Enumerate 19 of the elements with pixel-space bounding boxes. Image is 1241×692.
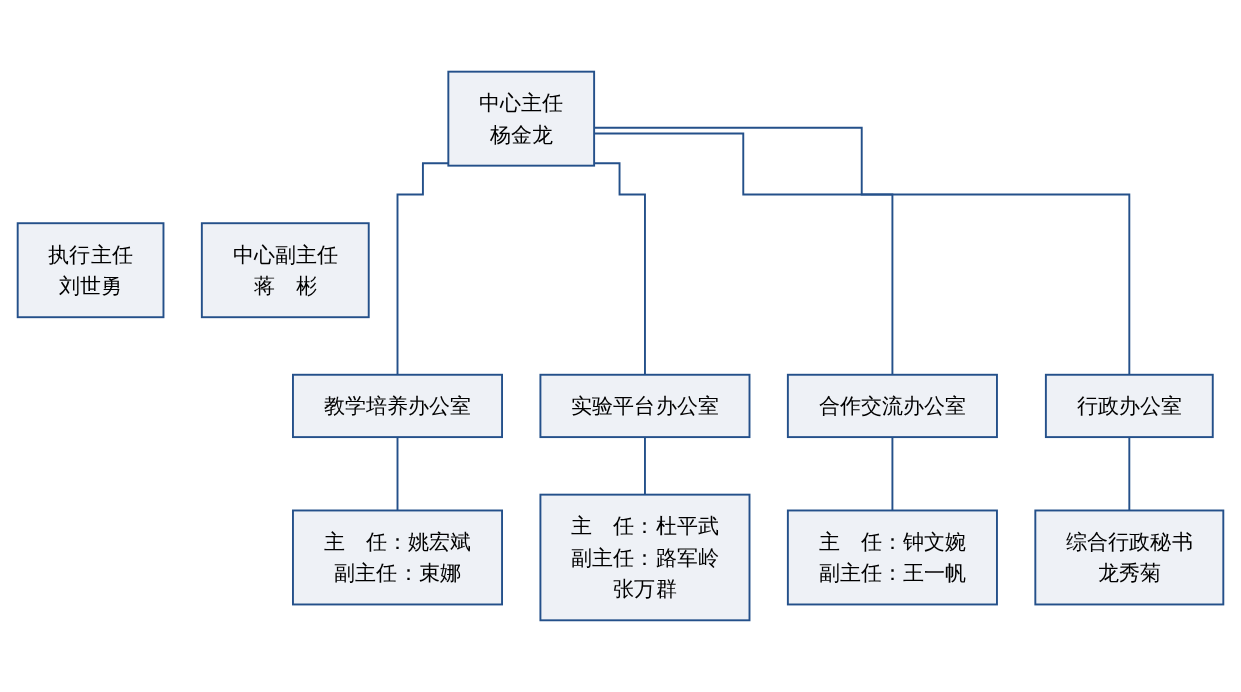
node-box: 综合行政秘书 龙秀菊 [1034, 509, 1225, 606]
node-box: 执行主任 刘世勇 [16, 222, 165, 319]
node-box: 主 任：钟文婉 副主任：王一帆 [786, 509, 998, 606]
node-box: 主 任：姚宏斌 副主任：束娜 [292, 509, 503, 606]
node-box: 教学培养办公室 [292, 373, 503, 439]
node-box: 中心副主任 蒋 彬 [200, 222, 370, 319]
connector [644, 436, 646, 496]
connector [1128, 436, 1131, 512]
node-box: 实验平台办公室 [539, 373, 751, 439]
connector [891, 436, 894, 512]
connector [593, 132, 894, 376]
node-box: 行政办公室 [1044, 373, 1214, 439]
connector [593, 126, 1131, 376]
node-box: 中心主任 杨金龙 [447, 70, 596, 167]
connector [396, 436, 399, 512]
connector [396, 162, 450, 376]
node-box: 主 任：杜平武 副主任：路军岭 张万群 [539, 493, 751, 622]
node-box: 合作交流办公室 [786, 373, 998, 439]
connector [593, 162, 646, 376]
